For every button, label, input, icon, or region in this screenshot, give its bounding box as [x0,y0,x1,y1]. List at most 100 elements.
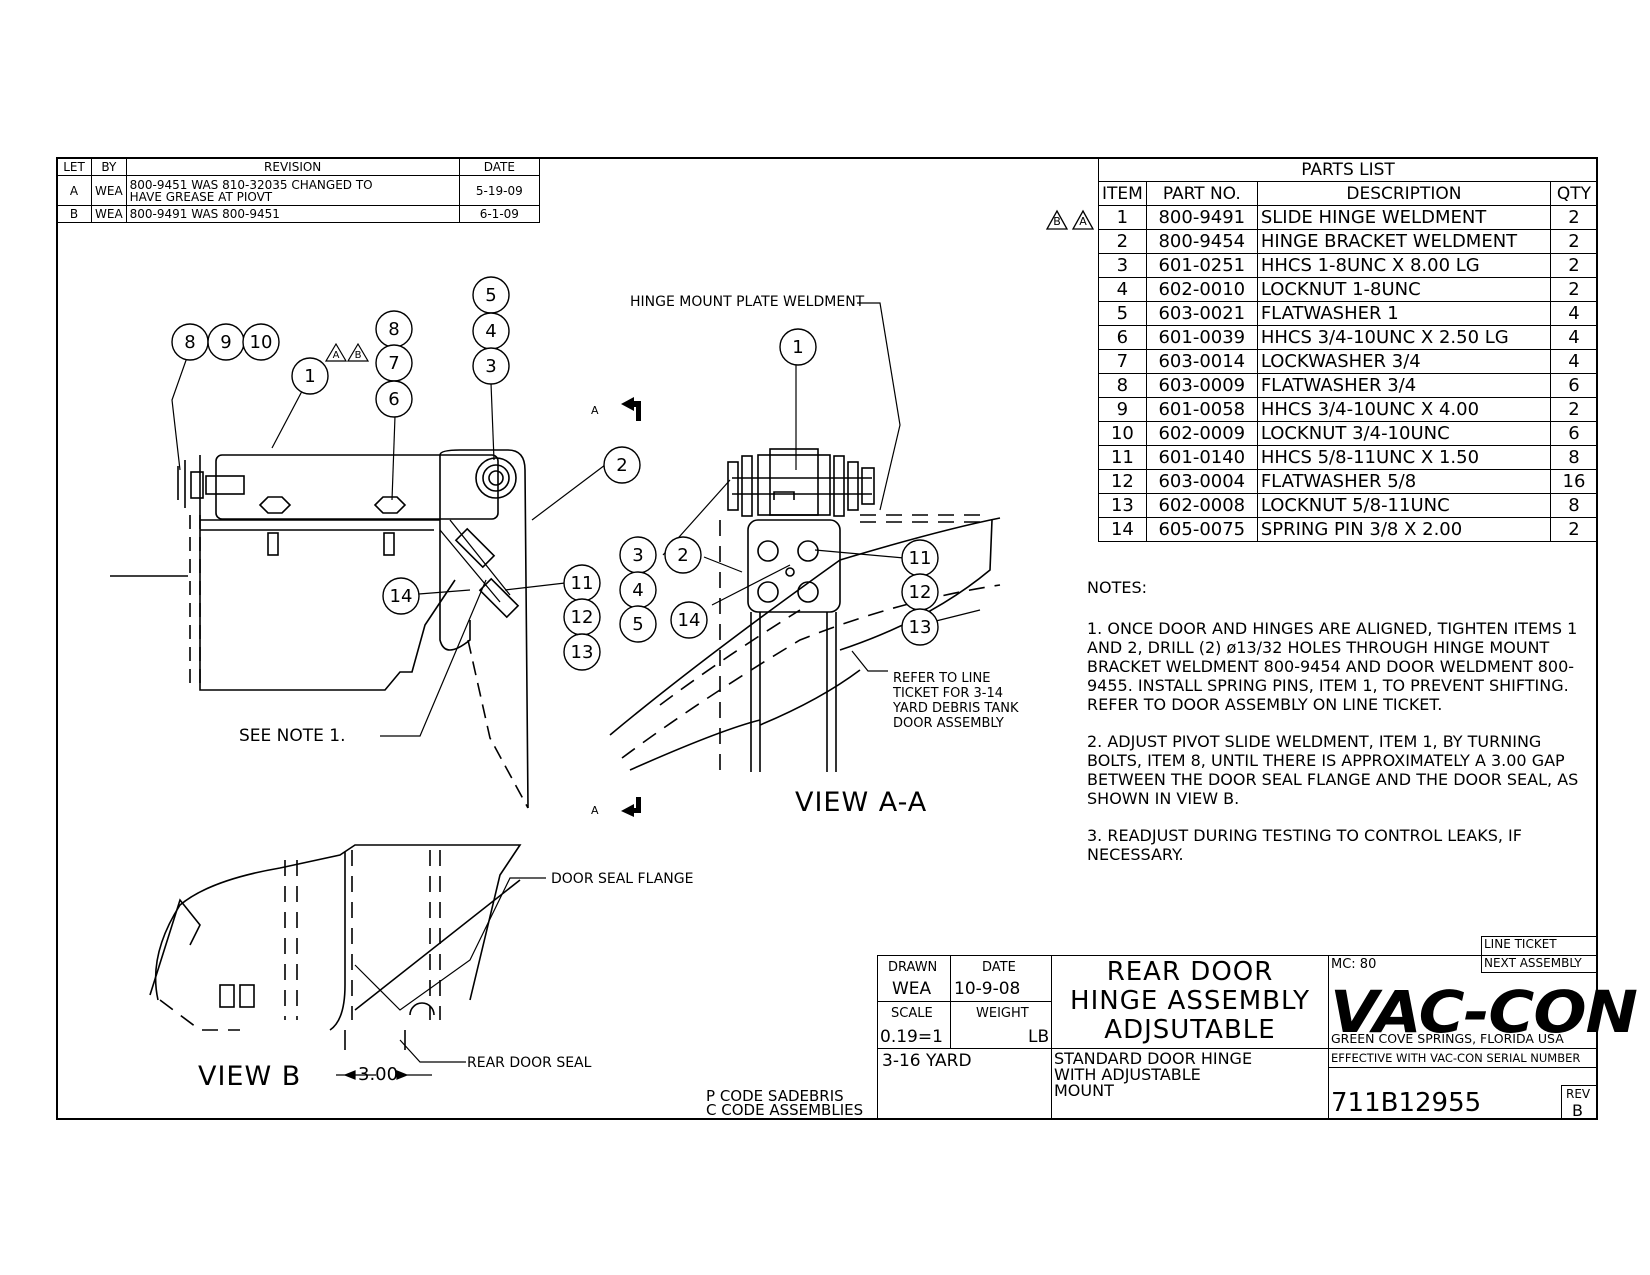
vac-con-logo: VAC-CON [1330,978,1638,1046]
revision-block: LET BY REVISION DATE A WEA 800-9451 WAS … [56,157,541,223]
parts-cell-part-no: 800-9491 [1145,205,1258,230]
parts-cell-description: HHCS 3/4-10UNC X 4.00 [1256,397,1552,422]
refer-line-ticket-label: REFER TO LINE TICKET FOR 3-14 YARD DEBRI… [893,671,1018,731]
door-seal-flange-label: DOOR SEAL FLANGE [551,871,694,887]
view-aa-label: VIEW A-A [795,787,928,818]
notes-heading: NOTES: [1087,578,1147,597]
parts-cell-part-no: 601-0251 [1145,253,1258,278]
weight-label: WEIGHT [976,1006,1029,1021]
parts-list-title: PARTS LIST [1098,157,1598,182]
rev-cell [1561,1085,1598,1120]
parts-cell-qty: 6 [1550,373,1598,398]
parts-cell-qty: 2 [1550,517,1598,542]
rev-date: 6-1-09 [458,205,541,223]
parts-cell-description: HINGE BRACKET WELDMENT [1256,229,1552,254]
dimension-label: 3.00 [358,1064,399,1085]
parts-cell-description: HHCS 5/8-11UNC X 1.50 [1256,445,1552,470]
parts-cell-item: 14 [1098,517,1147,542]
parts-cell-item: 1 [1098,205,1147,230]
rev-let: A [56,175,92,206]
parts-cell-description: LOCKNUT 1-8UNC [1256,277,1552,302]
rev-let: B [56,205,92,223]
view-b [149,844,522,1050]
parts-cell-part-no: 602-0008 [1145,493,1258,518]
mc-text: MC: 80 [1331,957,1377,972]
drawing-title: REAR DOOR HINGE ASSEMBLY ADJSUTABLE [1051,958,1329,1045]
drawing-description-line: WITH ADJUSTABLE [1054,1065,1201,1084]
rev-description-line: HAVE GREASE AT PIOVT [129,189,273,204]
see-note-label: SEE NOTE 1. [239,726,346,746]
parts-cell-item: 12 [1098,469,1147,494]
refer-line: DOOR ASSEMBLY [893,716,1004,731]
side-view [110,449,529,809]
parts-cell-part-no: 800-9454 [1145,229,1258,254]
parts-cell-description: FLATWASHER 1 [1256,301,1552,326]
rev-label: REV [1566,1087,1591,1101]
notes-block: NOTES: 1. ONCE DOOR AND HINGES ARE ALIGN… [1087,578,1597,882]
drawing-description-line: MOUNT [1054,1081,1114,1100]
parts-cell-description: LOCKWASHER 3/4 [1256,349,1552,374]
p-code-label: P CODE SADEBRIS [706,1087,844,1105]
rear-door-seal-label: REAR DOOR SEAL [467,1055,592,1071]
drawing-description: STANDARD DOOR HINGE WITH ADJUSTABLE MOUN… [1054,1051,1252,1099]
effective-serial-label: EFFECTIVE WITH VAC-CON SERIAL NUMBER [1331,1051,1581,1065]
parts-cell-part-no: 603-0014 [1145,349,1258,374]
view-b-label: VIEW B [198,1061,302,1092]
parts-cell-qty: 4 [1550,325,1598,350]
parts-header-description: DESCRIPTION [1256,181,1552,206]
section-a-top: A [591,404,599,417]
company-cell [1328,955,1598,1120]
rev-description: 800-9491 WAS 800-9451 [125,205,460,223]
parts-cell-item: 10 [1098,421,1147,446]
parts-cell-qty: 2 [1550,205,1598,230]
c-code-label: C CODE ASSEMBLIES [706,1101,864,1119]
parts-cell-description: FLATWASHER 3/4 [1256,373,1552,398]
dimension-3-00 [336,1070,432,1080]
parts-cell-qty: 2 [1550,229,1598,254]
parts-cell-part-no: 603-0021 [1145,301,1258,326]
view-aa [609,448,1001,772]
drawing-number: 711B12955 [1331,1088,1482,1118]
weight-value: LB [1028,1027,1050,1047]
parts-cell-item: 11 [1098,445,1147,470]
parts-cell-part-no: 605-0075 [1145,517,1258,542]
next-assembly-cell [1481,955,1598,973]
note-item: 3. READJUST DURING TESTING TO CONTROL LE… [1087,826,1522,864]
drawing-title-line: HINGE ASSEMBLY [1070,986,1310,1016]
parts-cell-part-no: 603-0009 [1145,373,1258,398]
parts-cell-item: 9 [1098,397,1147,422]
code-labels: P CODE SADEBRIS C CODE ASSEMBLIES [706,1087,864,1119]
scale-value: 0.19=1 [880,1027,943,1047]
rev-description: 800-9451 WAS 810-32035 CHANGED TO HAVE G… [125,175,460,206]
parts-cell-part-no: 602-0010 [1145,277,1258,302]
drawing-title-line: ADJSUTABLE [1104,1015,1276,1045]
effective-cell [1328,1048,1598,1068]
parts-cell-qty: 4 [1550,301,1598,326]
drawing-sheet-border [56,157,1598,1120]
rev-by: WEA [91,175,127,206]
date-value: 10-9-08 [954,979,1021,999]
parts-cell-description: HHCS 3/4-10UNC X 2.50 LG [1256,325,1552,350]
parts-cell-part-no: 602-0009 [1145,421,1258,446]
parts-header-qty: QTY [1550,181,1598,206]
parts-cell-description: FLATWASHER 5/8 [1256,469,1552,494]
drawn-value: WEA [892,979,932,999]
refer-line: YARD DEBRIS TANK [893,701,1019,716]
line-ticket-label: LINE TICKET [1484,937,1557,951]
rev-description-line: 800-9451 WAS 810-32035 CHANGED TO [129,177,373,192]
scale-label: SCALE [891,1006,933,1021]
parts-cell-item: 13 [1098,493,1147,518]
rev-value: B [1572,1101,1583,1120]
rev-header-by: BY [91,157,127,176]
rev-by: WEA [91,205,127,223]
